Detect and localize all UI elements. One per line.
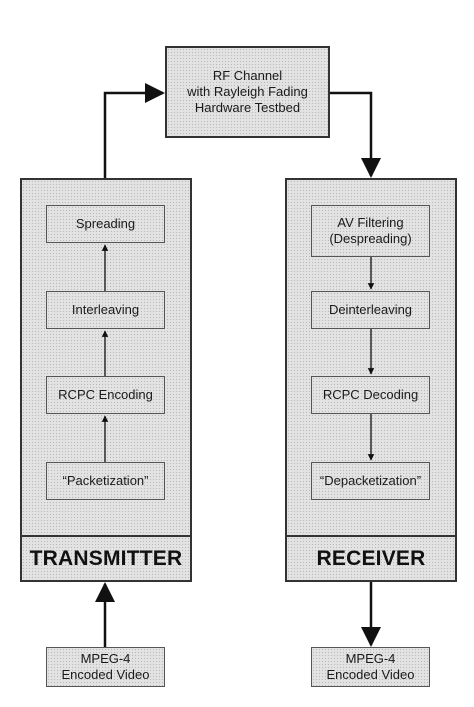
- receiver-title: RECEIVER: [316, 546, 426, 570]
- deinterleaving-block: Deinterleaving: [311, 291, 430, 329]
- sink-video-box: MPEG-4 Encoded Video: [311, 647, 430, 687]
- receiver-divider: [285, 535, 457, 537]
- interleaving-block: Interleaving: [46, 291, 165, 329]
- rcpc-decoding-block: RCPC Decoding: [311, 376, 430, 414]
- depacketization-block: “Depacketization”: [311, 462, 430, 500]
- rcpc-decoding-label: RCPC Decoding: [322, 387, 419, 402]
- rf-channel-label: RF Channel with Rayleigh Fading Hardware…: [187, 68, 308, 115]
- rcpc-encoding-block: RCPC Encoding: [46, 376, 165, 414]
- sink-video-label: MPEG-4 Encoded Video: [326, 651, 415, 682]
- rcpc-encoding-label: RCPC Encoding: [58, 387, 153, 402]
- transmitter-divider: [20, 535, 192, 537]
- transmitter-title: TRANSMITTER: [29, 546, 183, 570]
- depacketization-label: “Depacketization”: [319, 473, 422, 488]
- spreading-label: Spreading: [75, 216, 136, 231]
- packetization-label: “Packetization”: [62, 473, 149, 488]
- deinterleaving-label: Deinterleaving: [328, 302, 413, 317]
- rf-channel-box: RF Channel with Rayleigh Fading Hardware…: [165, 46, 330, 138]
- source-video-box: MPEG-4 Encoded Video: [46, 647, 165, 687]
- channel-to-rx-arrow: [330, 91, 381, 178]
- packetization-block: “Packetization”: [46, 462, 165, 500]
- tx-to-channel-arrow: [103, 83, 165, 178]
- spreading-block: Spreading: [46, 205, 165, 243]
- av-filtering-block: AV Filtering (Despreading): [311, 205, 430, 257]
- av-filtering-label: AV Filtering (Despreading): [329, 215, 412, 246]
- source-video-label: MPEG-4 Encoded Video: [61, 651, 150, 682]
- interleaving-label: Interleaving: [71, 302, 140, 317]
